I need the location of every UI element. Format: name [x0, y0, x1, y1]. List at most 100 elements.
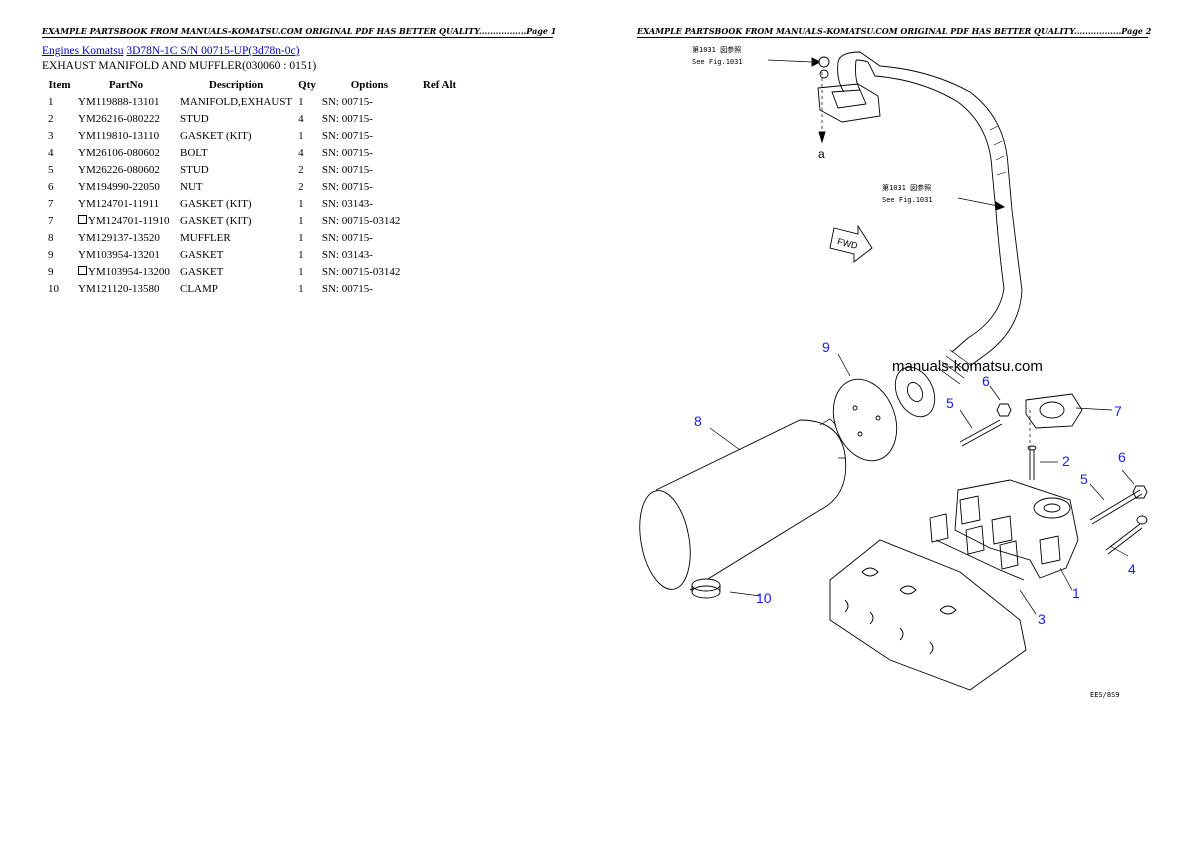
- fwd-label: FWD: [836, 236, 859, 251]
- cell-item-text: 7: [48, 197, 54, 210]
- breadcrumb-link-model[interactable]: 3D78N-1C S/N 00715-UP(3d78n-0c): [126, 45, 300, 57]
- breadcrumb-link-engines[interactable]: Engines Komatsu: [42, 45, 124, 57]
- column-header-partno: PartNo: [108, 78, 144, 91]
- cell-qty: 1: [295, 280, 319, 297]
- column-header-item: Item: [48, 78, 71, 91]
- table-row: 10 YM121120-13580 CLAMP 1 SN: 00715-: [44, 280, 459, 297]
- cell-options-text: SN: 00715-03142: [321, 265, 401, 278]
- alternate-marker-icon: [78, 214, 87, 224]
- cell-description-text: GASKET: [180, 265, 224, 278]
- callout-2: 2: [1062, 453, 1070, 469]
- page-title: EXHAUST MANIFOLD AND MUFFLER(030060 : 01…: [42, 60, 317, 72]
- cell-description-text: NUT: [180, 180, 203, 193]
- cell-description-text: STUD: [180, 163, 209, 176]
- cell-item: 6: [44, 178, 75, 195]
- column-header-description: Description: [208, 78, 264, 91]
- cell-item: 3: [44, 127, 75, 144]
- stud-and-bolt-hardware: [959, 403, 1148, 555]
- callout-7: 7: [1114, 403, 1122, 419]
- cylinder-head: [829, 539, 1027, 691]
- cell-qty: 1: [295, 93, 319, 110]
- gasket-disc: [832, 378, 898, 462]
- page-header: EXAMPLE PARTSBOOK FROM MANUALS-KOMATSU.C…: [637, 26, 1152, 38]
- cell-options: SN: 00715-: [319, 161, 420, 178]
- cell-item-text: 3: [48, 129, 54, 142]
- cell-description-text: STUD: [180, 112, 209, 125]
- cell-partno-text: YM121120-13580: [78, 282, 160, 295]
- ref-note-top-en: See Fig.1031: [692, 58, 743, 66]
- cell-qty-text: 1: [298, 265, 304, 278]
- cell-qty: 1: [295, 246, 319, 263]
- cell-options-text: SN: 00715-: [321, 95, 373, 108]
- cell-item: 2: [44, 110, 75, 127]
- cell-description-text: GASKET (KIT): [180, 197, 252, 210]
- cell-item-text: 1: [48, 95, 54, 108]
- cell-partno: YM119888-13101: [75, 93, 177, 110]
- cell-qty: 4: [295, 110, 319, 127]
- cell-options: SN: 00715-03142: [319, 212, 420, 229]
- cell-partno: YM103954-13201: [75, 246, 177, 263]
- cell-options-text: SN: 03143-: [321, 248, 373, 261]
- cell-description-text: GASKET (KIT): [180, 129, 252, 142]
- cell-description: STUD: [177, 161, 295, 178]
- cell-qty-text: 1: [298, 129, 304, 142]
- cell-partno: YM26216-080222: [75, 110, 177, 127]
- callout-4: 4: [1128, 561, 1136, 577]
- clamp: [691, 578, 721, 599]
- cell-partno: YM26106-080602: [75, 144, 177, 161]
- cell-partno-text: YM26226-080602: [78, 163, 160, 176]
- cell-qty: 2: [295, 161, 319, 178]
- cell-item: 4: [44, 144, 75, 161]
- cell-qty-text: 1: [298, 282, 304, 295]
- cell-qty-text: 2: [298, 180, 304, 193]
- callout-6a: 6: [982, 373, 990, 389]
- cell-qty-text: 1: [298, 197, 304, 210]
- top-nut: [818, 56, 830, 79]
- cell-options: SN: 00715-: [319, 93, 420, 110]
- diagram-page: EXAMPLE PARTSBOOK FROM MANUALS-KOMATSU.C…: [595, 0, 1190, 842]
- cell-description: NUT: [177, 178, 295, 195]
- cell-item-text: 4: [48, 146, 54, 159]
- cell-description: GASKET: [177, 263, 295, 280]
- cell-options: SN: 00715-03142: [319, 263, 420, 280]
- cell-description-text: MANIFOLD,EXHAUST: [180, 95, 293, 108]
- cell-description: CLAMP: [177, 280, 295, 297]
- cell-partno-text: YM26106-080602: [78, 146, 160, 159]
- cell-item-text: 10: [48, 282, 59, 295]
- cell-partno: YM129137-13520: [75, 229, 177, 246]
- cell-options-text: SN: 00715-: [321, 282, 373, 295]
- table-header-row: Item PartNo Description Qty Options Ref …: [44, 76, 459, 93]
- cell-description: MUFFLER: [177, 229, 295, 246]
- cell-partno-text: YM124701-11910: [88, 214, 170, 227]
- cell-options-text: SN: 00715-: [321, 163, 373, 176]
- drawing-code: EES/8S9: [1090, 691, 1120, 699]
- cell-item: 9: [44, 246, 75, 263]
- cell-qty-text: 1: [298, 231, 304, 244]
- cell-qty: 1: [295, 263, 319, 280]
- cell-description-text: GASKET (KIT): [180, 214, 252, 227]
- cell-item-text: 5: [48, 163, 54, 176]
- cell-item-text: 2: [48, 112, 54, 125]
- parts-list-page: EXAMPLE PARTSBOOK FROM MANUALS-KOMATSU.C…: [42, 26, 556, 297]
- cell-qty: 1: [295, 195, 319, 212]
- cell-description: GASKET (KIT): [177, 195, 295, 212]
- ref-note-mid-en: See Fig.1031: [882, 196, 933, 204]
- cell-options: SN: 03143-: [319, 246, 420, 263]
- cell-description-text: CLAMP: [180, 282, 218, 295]
- flex-joint: [894, 349, 973, 418]
- manifold-gasket: [929, 513, 1025, 581]
- callout-leaders: [709, 59, 1135, 615]
- cell-partno: YM124701-11911: [75, 195, 177, 212]
- callout-5b: 5: [1080, 471, 1088, 487]
- cell-options-text: SN: 03143-: [321, 197, 373, 210]
- cell-description: GASKET: [177, 246, 295, 263]
- flange-gasket: [1025, 393, 1083, 429]
- cell-partno: YM103954-13200: [75, 263, 177, 280]
